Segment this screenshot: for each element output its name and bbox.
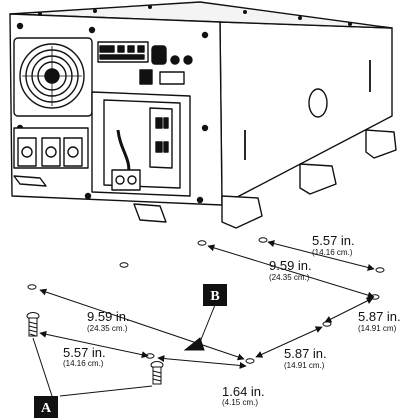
callout-b: B [203,284,227,306]
svg-text:(24.35 cm.): (24.35 cm.) [269,273,310,282]
callout-a-leaders [32,337,153,397]
dimension-label-7: 1.64 in. (4.15 cm.) [222,384,265,407]
dimension-label-2: 9.59 in. (24.35 cm.) [269,258,312,282]
callout-b-leader [183,299,218,351]
dimension-label-1: 5.57 in. (14.16 cm.) [312,233,355,257]
svg-text:(14.91 cm): (14.91 cm) [358,324,397,333]
svg-text:5.57 in.: 5.57 in. [312,233,355,248]
svg-text:5.87 in.: 5.87 in. [358,309,401,324]
svg-text:5.87 in.: 5.87 in. [284,346,327,361]
svg-text:(24.35 cm.): (24.35 cm.) [87,324,128,333]
svg-text:B: B [210,289,219,304]
top-screws [38,5,352,26]
front-screws [16,22,209,204]
side-port [308,88,328,118]
svg-text:5.57 in.: 5.57 in. [63,345,106,360]
mounting-brackets [221,129,397,229]
callout-a: A [34,396,58,418]
svg-text:A: A [41,401,52,416]
dimension-label-5: 5.57 in. (14.16 cm.) [63,345,106,368]
cooling-fan [13,37,93,117]
svg-text:(14.16 cm.): (14.16 cm.) [312,248,353,257]
dimension-label-3: 5.87 in. (14.91 cm) [358,309,401,333]
front-feet [13,175,167,223]
control-panel [97,41,193,85]
svg-text:(4.15 cm.): (4.15 cm.) [222,398,258,407]
dimension-label-4: 9.59 in. (24.35 cm.) [87,309,130,333]
svg-text:(14.16 cm.): (14.16 cm.) [63,359,104,368]
svg-text:1.64 in.: 1.64 in. [222,384,265,399]
ac-outlet-panel [91,91,191,197]
mounting-screw-right [150,361,164,385]
inverter-unit [9,1,397,229]
dc-terminal-block [13,127,89,169]
mounting-holes [27,237,385,364]
dimension-lines [39,240,375,369]
mounting-screw-left [26,312,40,337]
svg-text:9.59 in.: 9.59 in. [87,309,130,324]
svg-text:9.59 in.: 9.59 in. [269,258,312,273]
svg-text:(14.91 cm.): (14.91 cm.) [284,361,325,370]
dimension-label-6: 5.87 in. (14.91 cm.) [284,346,327,370]
